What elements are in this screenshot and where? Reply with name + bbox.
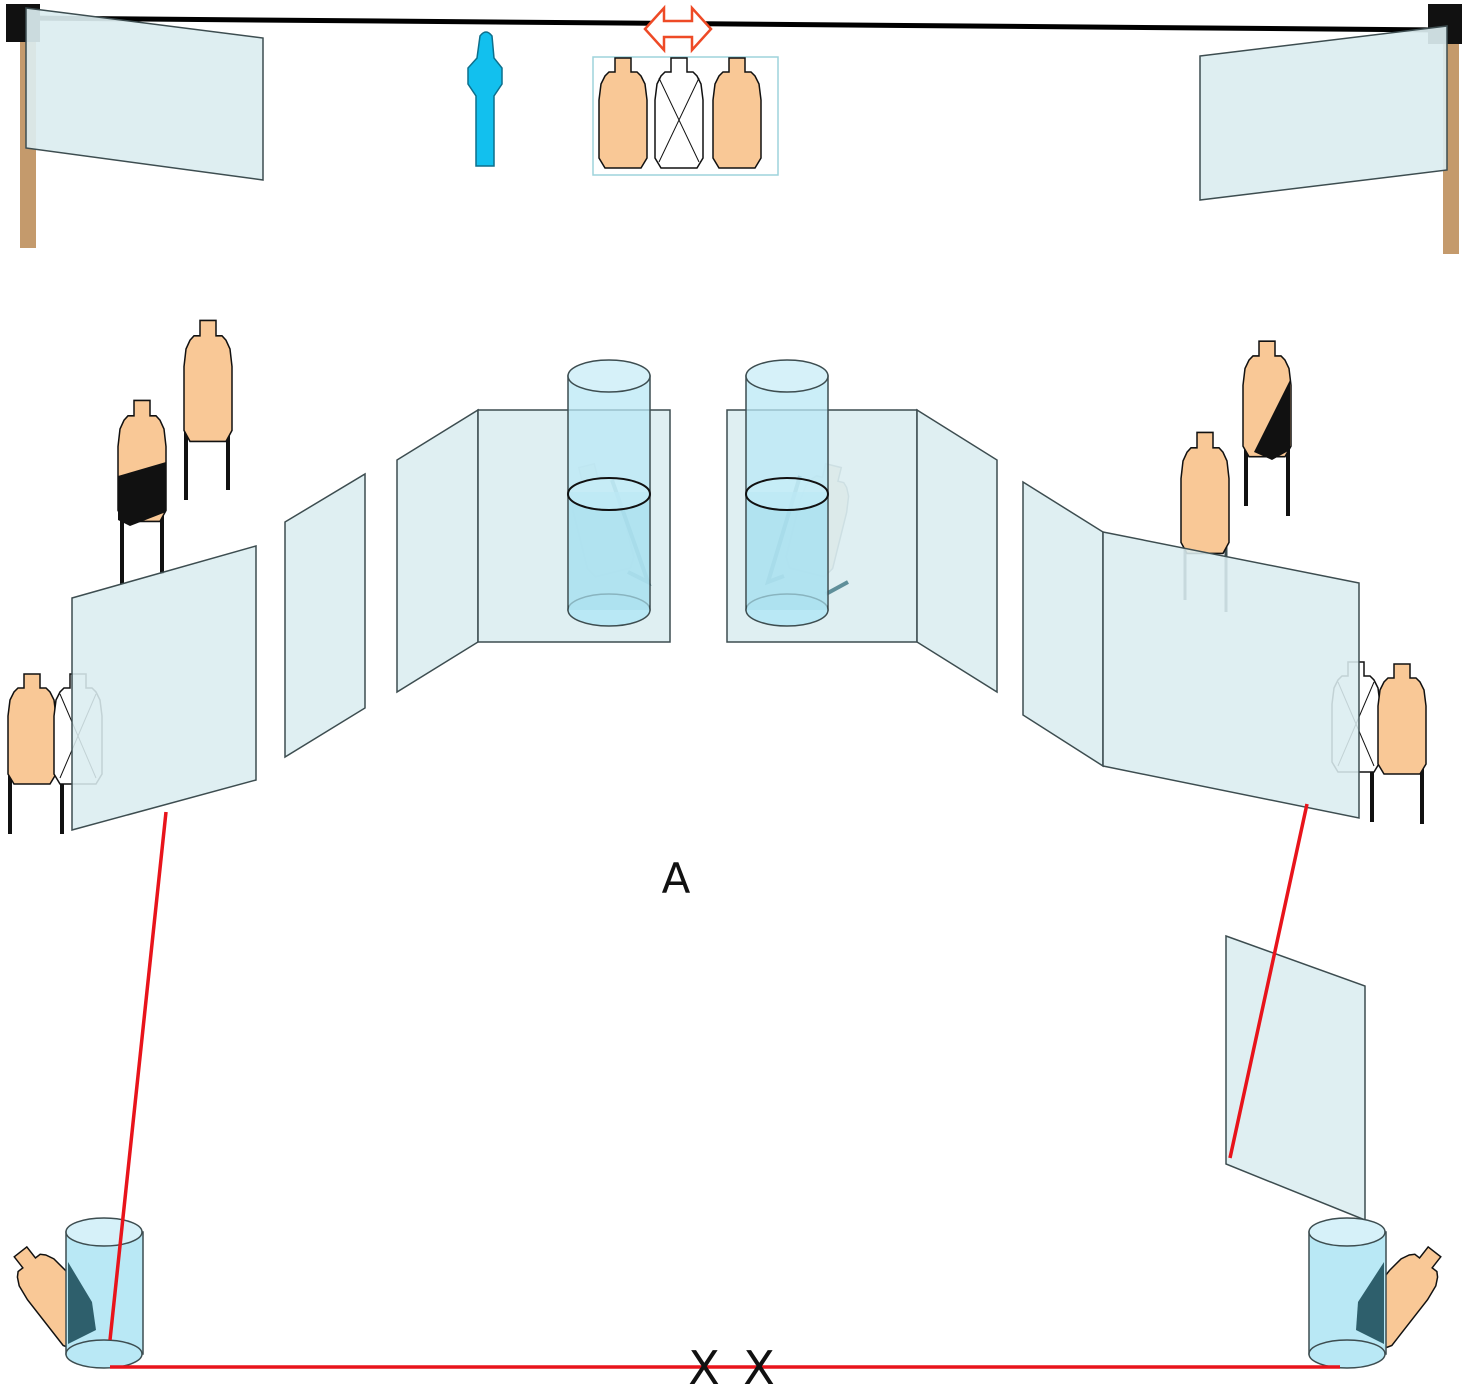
wall-left-narrow: [284, 472, 366, 759]
stand-target-left-partial-hardcover: [117, 399, 167, 584]
area-label: A: [662, 854, 691, 903]
double-arrow-icon: [643, 4, 713, 54]
fault-line-left: [108, 811, 168, 1341]
stand-target-right-upper-hardcover: [1242, 340, 1292, 516]
top-cable-line: [19, 15, 1446, 33]
start-mark-right: X: [743, 1341, 775, 1385]
start-mark-left: X: [688, 1341, 720, 1385]
stand-target-left-upper: [183, 319, 233, 500]
swinger-popper-icon: [467, 31, 503, 167]
ipsc-paper-target-icon: [598, 57, 648, 169]
mover-target-group: [592, 56, 779, 176]
wall-left-large: [71, 545, 257, 831]
barrel-center-right: [745, 359, 829, 627]
top-left-wall: [25, 7, 264, 181]
barrel-center-left: [567, 359, 651, 627]
wall-panel-icon: [71, 408, 1366, 1222]
wall-right-narrow: [1022, 480, 1104, 768]
ipsc-paper-target-icon: [712, 57, 762, 169]
barrel-icon: [567, 359, 829, 627]
barrel-bottom-right: [1308, 1217, 1387, 1369]
barrel-bottom-left: [65, 1217, 144, 1369]
no-shoot-target-icon: [654, 57, 704, 169]
wall-center-left-angled: [396, 408, 479, 694]
fault-lines: [108, 803, 1340, 1369]
top-right-wall: [1199, 25, 1448, 201]
fault-line-right: [1228, 803, 1309, 1159]
wall-center-right-angled: [916, 408, 998, 694]
wall-right-large: [1102, 531, 1360, 819]
